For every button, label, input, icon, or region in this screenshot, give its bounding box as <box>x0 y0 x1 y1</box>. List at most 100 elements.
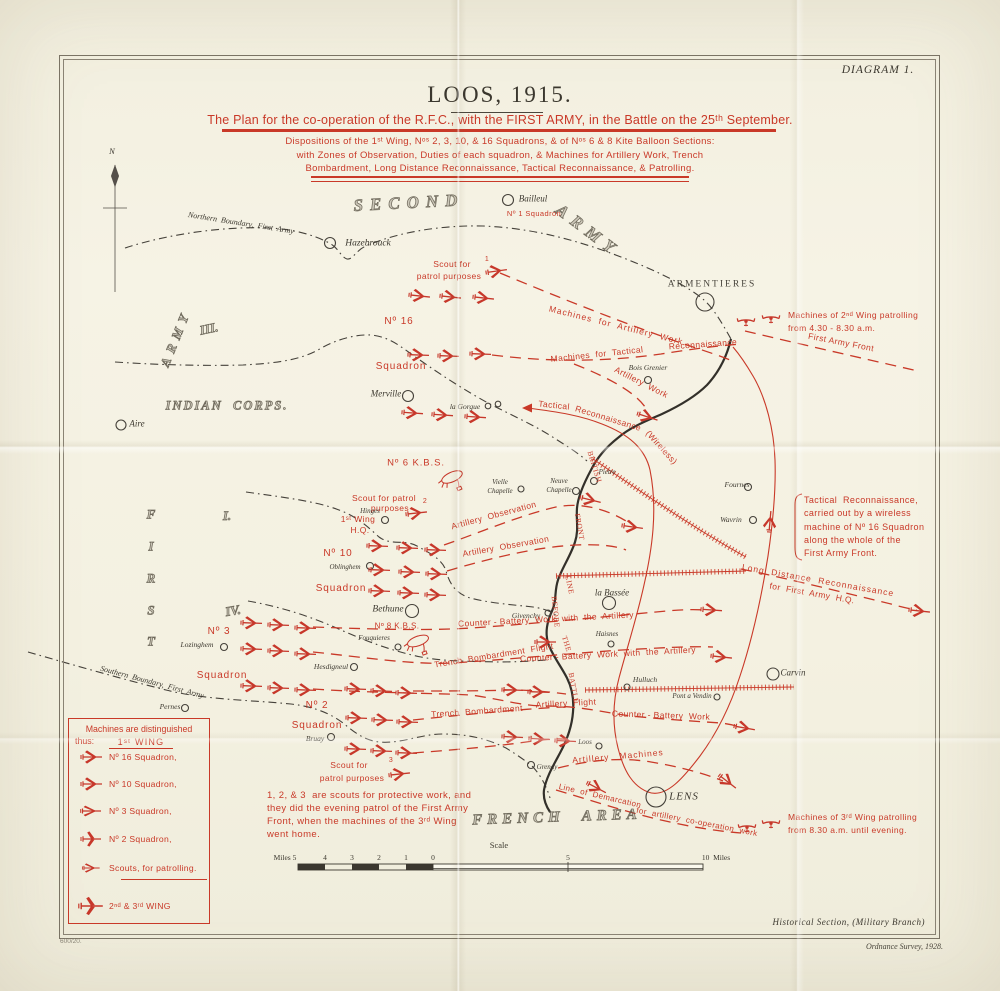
frontview-plane-icon <box>737 823 757 833</box>
trench-bombardment-line <box>412 706 567 721</box>
town-circle <box>404 603 420 619</box>
plane-icon <box>366 538 389 554</box>
plane-icon <box>294 646 317 662</box>
town-circle <box>484 402 492 410</box>
plane-icon <box>620 518 645 536</box>
town-circle <box>748 515 758 525</box>
plane-icon <box>404 504 429 522</box>
plane-icon <box>528 731 551 747</box>
plane-icon <box>554 733 577 749</box>
plane-icon <box>395 745 418 761</box>
long-distance-recon-line <box>740 568 918 611</box>
town-circle <box>517 485 525 493</box>
diagram-number: DIAGRAM 1. <box>841 64 915 76</box>
legend-item: Nº 10 Squadron, <box>75 774 177 794</box>
plane-icon <box>371 712 394 728</box>
plane-icon <box>370 683 393 699</box>
tactical-recon-line <box>491 343 742 361</box>
town-circle <box>323 236 337 250</box>
frontview-plane-icon <box>761 314 781 324</box>
plane-icon <box>396 714 419 730</box>
artillery-observation-line <box>443 504 627 546</box>
plane-icon <box>714 769 741 795</box>
artillery-machines-line <box>557 758 724 782</box>
northern-boundary-line <box>124 225 732 340</box>
legend-item-label: Nº 2 Squadron, <box>109 834 172 844</box>
plane-icon <box>534 634 557 650</box>
indian-corps-boundary-line <box>114 334 588 462</box>
plane-icon <box>424 542 447 558</box>
dispositions-underline <box>311 176 689 182</box>
legend-item-label: Nº 3 Squadron, <box>109 806 172 816</box>
legend-wing-heading: 1ˢᵗ WING <box>109 737 173 749</box>
plane-icon <box>368 583 391 599</box>
note-bracket <box>794 493 803 561</box>
duty-lines <box>312 272 919 834</box>
trench-bombardment-flight-line <box>312 646 714 664</box>
plane-icon <box>267 617 290 633</box>
plane-icon <box>345 710 368 726</box>
plane-no2-icon <box>80 830 102 848</box>
plane-icon <box>368 562 391 578</box>
wing-2-3-plane-icon <box>78 896 104 916</box>
frontview-plane-icon <box>736 317 756 327</box>
legend-item: Nº 16 Squadron, <box>75 747 177 767</box>
town-circle <box>349 662 359 672</box>
counter-battery-line <box>312 608 705 631</box>
town-circle <box>595 742 603 750</box>
legend-thus: thus: <box>75 736 95 746</box>
artillery-work-branch-line <box>573 363 648 411</box>
plane-icon <box>240 615 263 631</box>
plane-icon <box>395 685 418 701</box>
corps-boundary-line <box>245 491 558 617</box>
town-circle <box>607 640 615 648</box>
town-circle <box>501 193 515 207</box>
plane-icon <box>294 682 317 698</box>
town-circle <box>766 667 780 681</box>
town-circle <box>544 609 552 617</box>
artillery-work-line <box>499 272 736 363</box>
page-subtitle: The Plan for the co-operation of the R.F… <box>207 113 793 127</box>
subtitle-underline <box>222 129 776 132</box>
plane-icon <box>761 509 779 534</box>
print-code: 600/20. <box>60 938 82 945</box>
town-circle <box>380 515 390 525</box>
legend-item-label: Nº 16 Squadron, <box>109 752 177 762</box>
plane-icon <box>370 743 393 759</box>
legend-item: Nº 2 Squadron, <box>75 829 172 849</box>
plane-icon <box>267 643 290 659</box>
town-circle <box>219 642 229 652</box>
plane-icon <box>344 741 367 757</box>
plane-no3-icon <box>80 804 102 818</box>
credit-historical-section: Historical Section, (Military Branch) <box>772 917 925 927</box>
legend-title: Machines are distinguished <box>85 724 193 734</box>
town-circle <box>713 693 721 701</box>
kite-balloon-icon <box>435 467 469 498</box>
town-circle <box>494 400 502 408</box>
plane-icon <box>430 406 455 423</box>
town-circle <box>601 595 617 611</box>
town-circle <box>365 561 375 571</box>
town-circle <box>623 683 631 691</box>
plane-icon <box>396 540 419 556</box>
scout-plane-icon <box>81 862 101 874</box>
town-circle <box>571 486 581 496</box>
plane-icon <box>424 587 447 603</box>
plane-icon <box>709 648 734 666</box>
kite-balloons <box>401 467 469 661</box>
legend-box: Machines are distinguished thus: 1ˢᵗ WIN… <box>68 718 210 924</box>
plane-icon <box>501 729 524 745</box>
artillery-observation-line <box>446 544 627 572</box>
town-circle <box>695 292 715 312</box>
title-underline <box>451 112 543 113</box>
legend-item-label: Scouts, for patrolling. <box>109 863 197 873</box>
town-circle <box>326 732 336 742</box>
page-title: LOOS, 1915. <box>427 82 573 107</box>
plane-icon <box>527 684 550 700</box>
plane-icon <box>387 765 412 783</box>
legend-divider <box>121 879 207 880</box>
artillery-flight-line <box>312 688 743 729</box>
town-circle <box>645 786 667 808</box>
plane-icon <box>732 718 757 737</box>
